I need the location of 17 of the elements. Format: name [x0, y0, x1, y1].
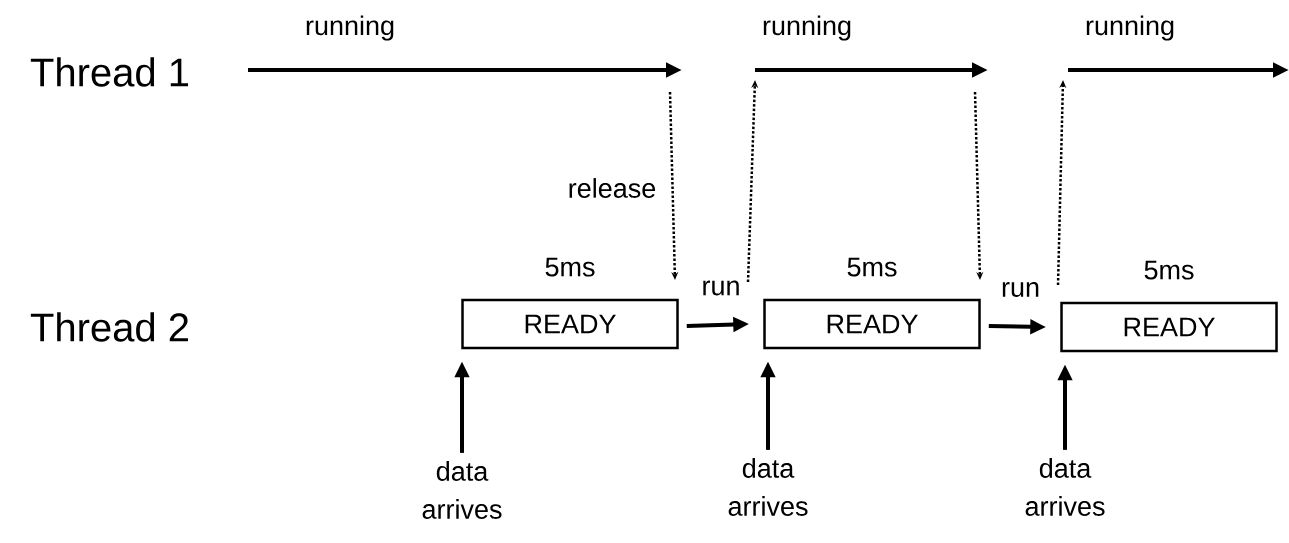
edge-label: run	[1002, 282, 1039, 297]
duration-label: 5ms	[847, 257, 897, 277]
label: running	[763, 15, 851, 41]
label: Thread 1	[30, 57, 189, 87]
label: release	[569, 178, 656, 198]
ready-box: READY	[461, 298, 679, 350]
caption-text: data arrives	[728, 458, 808, 516]
label: running	[306, 15, 394, 41]
duration-label: 5ms	[545, 257, 595, 277]
label: running	[1086, 15, 1174, 41]
ready-box: READY	[1060, 301, 1278, 353]
caption-text: data arrives	[422, 461, 502, 519]
duration-label: 5ms	[1144, 260, 1194, 280]
caption-text: data arrives	[1025, 458, 1105, 516]
edge-label: run	[703, 280, 739, 296]
label: Thread 2	[30, 312, 188, 342]
ready-box: READY	[763, 298, 981, 350]
